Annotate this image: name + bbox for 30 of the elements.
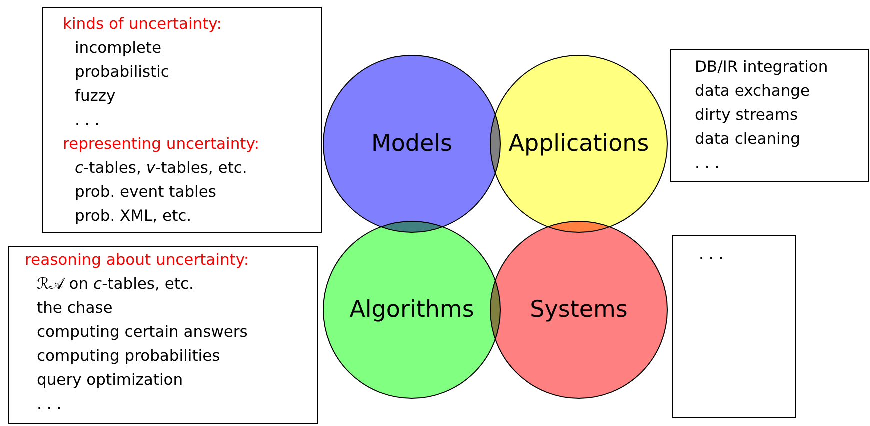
- list-item: the chase: [36, 298, 114, 319]
- circle-label: Algorithms: [350, 297, 474, 323]
- circle-label: Applications: [508, 131, 650, 157]
- list-item: probabilistic: [74, 62, 170, 83]
- list-item: computing certain answers: [36, 322, 249, 343]
- circle-label: Models: [371, 131, 453, 157]
- list-item: . . .: [74, 110, 101, 131]
- text-panel: [672, 235, 796, 418]
- list-item: . . .: [698, 244, 725, 265]
- list-item: prob. event tables: [74, 182, 218, 203]
- list-item: c-tables, v-tables, etc.: [74, 158, 248, 179]
- text-panel: [42, 7, 322, 233]
- list-item: . . .: [694, 153, 721, 174]
- list-item: dirty streams: [694, 105, 800, 126]
- list-item: ℛ𝒜 on c-tables, etc.: [36, 274, 195, 295]
- list-item: incomplete: [74, 38, 163, 59]
- list-item: fuzzy: [74, 86, 117, 107]
- list-item: DB/IR integration: [694, 57, 830, 78]
- text-panel: [8, 246, 318, 424]
- section-heading: representing uncertainty:: [63, 134, 261, 155]
- circle-label: Systems: [530, 297, 628, 323]
- list-item: . . .: [36, 394, 63, 415]
- list-item: prob. XML, etc.: [74, 206, 193, 227]
- section-heading: reasoning about uncertainty:: [25, 250, 250, 271]
- section-heading: kinds of uncertainty:: [63, 14, 223, 35]
- list-item: data exchange: [694, 81, 812, 102]
- list-item: computing probabilities: [36, 346, 222, 367]
- list-item: data cleaning: [694, 129, 802, 150]
- text-panel: [670, 49, 869, 182]
- list-item: query optimization: [36, 370, 184, 391]
